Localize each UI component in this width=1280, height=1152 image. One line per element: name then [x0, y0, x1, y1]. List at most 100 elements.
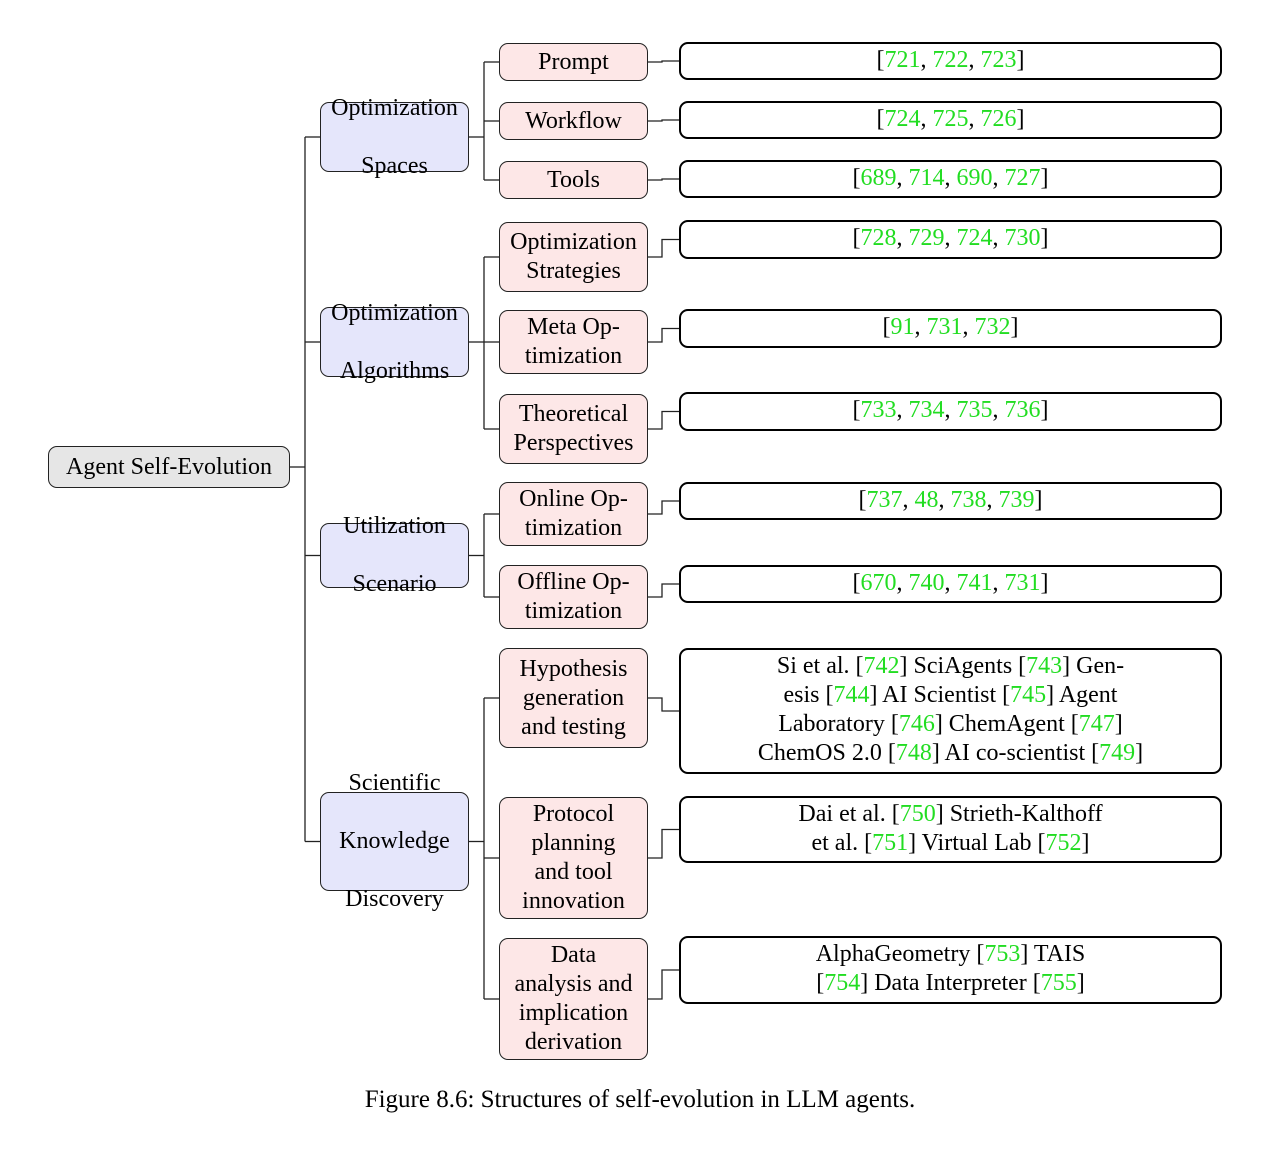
- references-theoretical-perspectives: [733, 734, 735, 736]: [679, 392, 1222, 431]
- subcategory-label-line: Data: [550, 942, 597, 968]
- subcategory-label-line: Hypothesis: [519, 655, 628, 682]
- reference-text: ]: [1135, 740, 1144, 766]
- citation-link[interactable]: 753: [984, 941, 1021, 967]
- connector-line: [648, 60, 679, 63]
- reference-text: ] Agent: [1046, 682, 1118, 708]
- citation-link[interactable]: 748: [895, 740, 932, 766]
- citation-link[interactable]: 731: [926, 314, 963, 340]
- citation-link[interactable]: 726: [980, 106, 1017, 132]
- citation-link[interactable]: 727: [1004, 165, 1041, 191]
- citation-link[interactable]: 670: [860, 570, 897, 596]
- citation-link[interactable]: 91: [890, 314, 915, 340]
- citation-link[interactable]: 741: [956, 570, 993, 596]
- citation-link[interactable]: 724: [956, 225, 993, 251]
- citation-link[interactable]: 747: [1078, 711, 1115, 737]
- citation-link[interactable]: 732: [974, 314, 1011, 340]
- citation-link[interactable]: 721: [884, 47, 921, 73]
- subcategory-label-line: Prompt: [538, 48, 609, 75]
- reference-text: ]: [1040, 397, 1049, 423]
- citation-link[interactable]: 728: [860, 225, 897, 251]
- reference-line: esis [744] AI Scientist [745] Agent: [731, 681, 1171, 710]
- citation-link[interactable]: 731: [1004, 570, 1041, 596]
- subcategory-label-line: Protocol: [532, 801, 615, 827]
- citation-link[interactable]: 739: [998, 487, 1035, 513]
- reference-text: ]: [1016, 47, 1025, 73]
- subcategory-label-line: Strategies: [526, 258, 621, 284]
- subcategory-label-line: Offline Op-: [517, 569, 630, 595]
- citation-link[interactable]: 725: [932, 106, 969, 132]
- connector-line: [648, 178, 679, 181]
- citation-link[interactable]: 736: [1004, 397, 1041, 423]
- references-optimization-strategies: [728, 729, 724, 730]: [679, 220, 1222, 259]
- citation-link[interactable]: 752: [1045, 830, 1082, 856]
- reference-text: [: [816, 970, 825, 996]
- reference-text: ChemOS 2.0 [: [757, 740, 896, 766]
- reference-text: ,: [944, 225, 957, 251]
- citation-link[interactable]: 742: [863, 653, 900, 679]
- reference-text: ,: [992, 165, 1005, 191]
- references-offline-op-timization: [670, 740, 741, 731]: [679, 565, 1222, 603]
- subcategory-meta-op-timization: Meta Op-timization: [499, 310, 648, 374]
- citation-link[interactable]: 730: [1004, 225, 1041, 251]
- reference-text: [: [852, 165, 861, 191]
- reference-line: [689, 714, 690, 727]: [681, 164, 1220, 193]
- citation-link[interactable]: 755: [1040, 970, 1077, 996]
- reference-text: ,: [962, 314, 975, 340]
- subcategory-label-line: generation: [522, 684, 625, 711]
- citation-link[interactable]: 750: [899, 801, 936, 827]
- citation-link[interactable]: 734: [908, 397, 945, 423]
- citation-link[interactable]: 689: [860, 165, 897, 191]
- connector-line: [648, 828, 679, 859]
- citation-link[interactable]: 745: [1010, 682, 1047, 708]
- reference-text: ,: [920, 47, 933, 73]
- reference-line: [670, 740, 741, 731]: [681, 569, 1220, 598]
- references-tools: [689, 714, 690, 727]: [679, 160, 1222, 198]
- reference-line: ChemOS 2.0 [748] AI co-scientist [749]: [731, 739, 1171, 768]
- citation-link[interactable]: 744: [833, 682, 870, 708]
- citation-link[interactable]: 723: [980, 47, 1017, 73]
- reference-text: ] AI Scientist [: [869, 682, 1011, 708]
- reference-line: Laboratory [746] ChemAgent [747]: [731, 710, 1171, 739]
- reference-line: [728, 729, 724, 730]: [681, 224, 1220, 253]
- citation-link[interactable]: 746: [898, 711, 935, 737]
- citation-link[interactable]: 743: [1026, 653, 1063, 679]
- citation-link[interactable]: 714: [908, 165, 945, 191]
- citation-link[interactable]: 48: [914, 487, 939, 513]
- citation-link[interactable]: 737: [866, 487, 903, 513]
- reference-text: ] SciAgents [: [899, 653, 1027, 679]
- reference-text: ] AI co-scientist [: [931, 740, 1100, 766]
- reference-text: ,: [968, 47, 981, 73]
- citation-link[interactable]: 740: [908, 570, 945, 596]
- reference-text: ,: [920, 106, 933, 132]
- reference-text: ]: [1040, 225, 1049, 251]
- citation-link[interactable]: 722: [932, 47, 969, 73]
- citation-link[interactable]: 738: [950, 487, 987, 513]
- citation-link[interactable]: 751: [872, 830, 909, 856]
- citation-link[interactable]: 690: [956, 165, 993, 191]
- reference-text: ,: [992, 397, 1005, 423]
- reference-text: [: [858, 487, 867, 513]
- references-text: Si et al. [742] SciAgents [743] Gen-esis…: [731, 650, 1171, 768]
- citation-link[interactable]: 724: [884, 106, 921, 132]
- reference-text: [: [876, 47, 885, 73]
- reference-text: ]: [1040, 165, 1049, 191]
- citation-link[interactable]: 749: [1099, 740, 1136, 766]
- citation-link[interactable]: 729: [908, 225, 945, 251]
- subcategory-label-line: planning: [531, 830, 616, 856]
- subcategory-offline-op-timization: Offline Op-timization: [499, 565, 648, 629]
- connector-line: [648, 410, 679, 430]
- references-text: [724, 725, 726]: [681, 103, 1220, 134]
- category-label-line: Scenario: [352, 571, 437, 597]
- reference-line: AlphaGeometry [753] TAIS: [731, 940, 1171, 969]
- citation-link[interactable]: 733: [860, 397, 897, 423]
- citation-link[interactable]: 735: [956, 397, 993, 423]
- references-data-analysis-and-implication-derivation: AlphaGeometry [753] TAIS[754] Data Inter…: [679, 936, 1222, 1004]
- category-label-line: Optimization: [331, 94, 458, 121]
- citation-link[interactable]: 754: [824, 970, 861, 996]
- reference-text: ] Gen-: [1062, 653, 1125, 679]
